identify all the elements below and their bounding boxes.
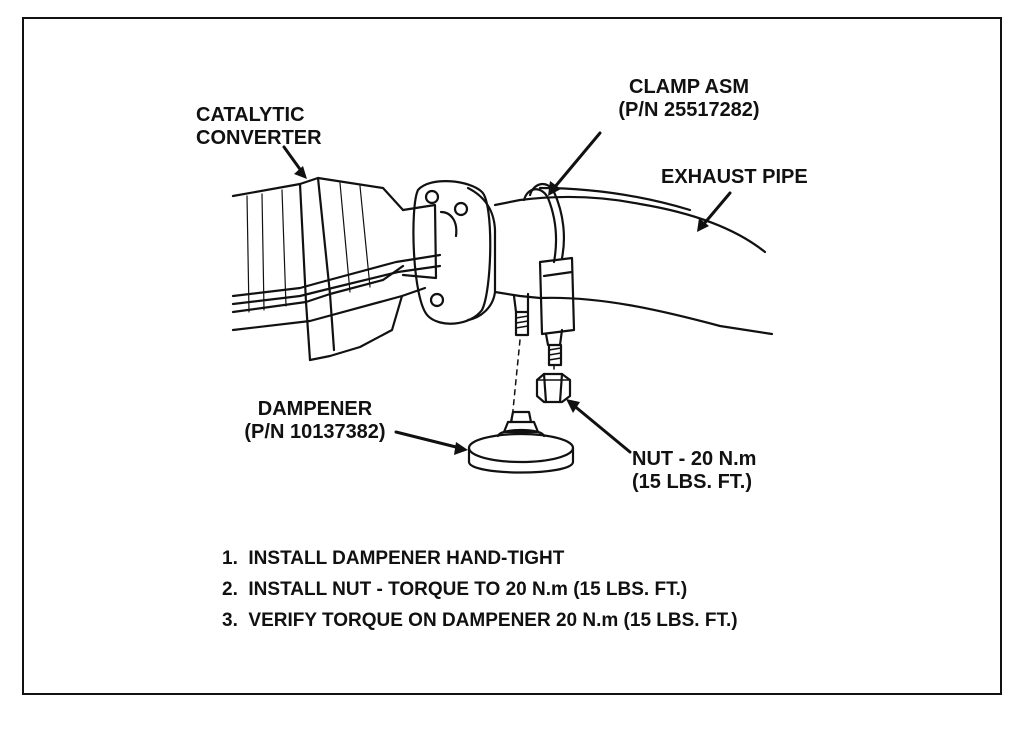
dampener-arrowhead xyxy=(454,442,468,455)
clamp-arrowhead xyxy=(548,181,561,196)
catalytic-converter-arrowhead xyxy=(294,166,307,179)
instruction-step-1: 1. INSTALL DAMPENER HAND-TIGHT xyxy=(222,548,565,569)
dampener-drawing xyxy=(467,410,575,474)
dampener-label: DAMPENER(P/N 10137382) xyxy=(230,398,400,444)
instruction-step-3: 3. VERIFY TORQUE ON DAMPENER 20 N.m (15 … xyxy=(222,610,738,631)
dampener-label-line1: DAMPENER xyxy=(257,398,373,420)
instruction-steps: 1. INSTALL DAMPENER HAND-TIGHT 2. INSTAL… xyxy=(222,547,738,640)
catalytic-converter-label-line2: CONVERTER xyxy=(196,127,322,149)
diagram-frame xyxy=(22,17,1002,695)
nut-label-line1: NUT - 20 N.m xyxy=(632,448,757,470)
leader-lines xyxy=(282,131,732,454)
nut-drawing xyxy=(535,372,572,404)
instruction-step-2: 2. INSTALL NUT - TORQUE TO 20 N.m (15 LB… xyxy=(222,579,688,600)
clamp-drawing xyxy=(512,183,576,367)
catalytic-converter-label-line1: CATALYTIC xyxy=(196,104,305,126)
dampener-label-line2: (P/N 10137382) xyxy=(244,421,386,443)
catalytic-converter-drawing xyxy=(231,176,442,362)
exhaust-pipe-arrowhead xyxy=(697,218,709,232)
clamp-label-line1: CLAMP ASM xyxy=(629,76,749,98)
nut-label: NUT - 20 N.m(15 LBS. FT.) xyxy=(632,448,756,494)
nut-label-line2: (15 LBS. FT.) xyxy=(632,471,753,493)
exhaust-pipe-drawing xyxy=(493,186,774,336)
clamp-label: CLAMP ASM(P/N 25517282) xyxy=(604,76,774,122)
flange-drawing xyxy=(412,180,497,325)
exhaust-pipe-label: EXHAUST PIPE xyxy=(661,166,808,188)
clamp-label-line2: (P/N 25517282) xyxy=(618,99,760,121)
nut-arrowhead xyxy=(566,399,580,413)
dampener-alignment-line xyxy=(511,339,521,421)
